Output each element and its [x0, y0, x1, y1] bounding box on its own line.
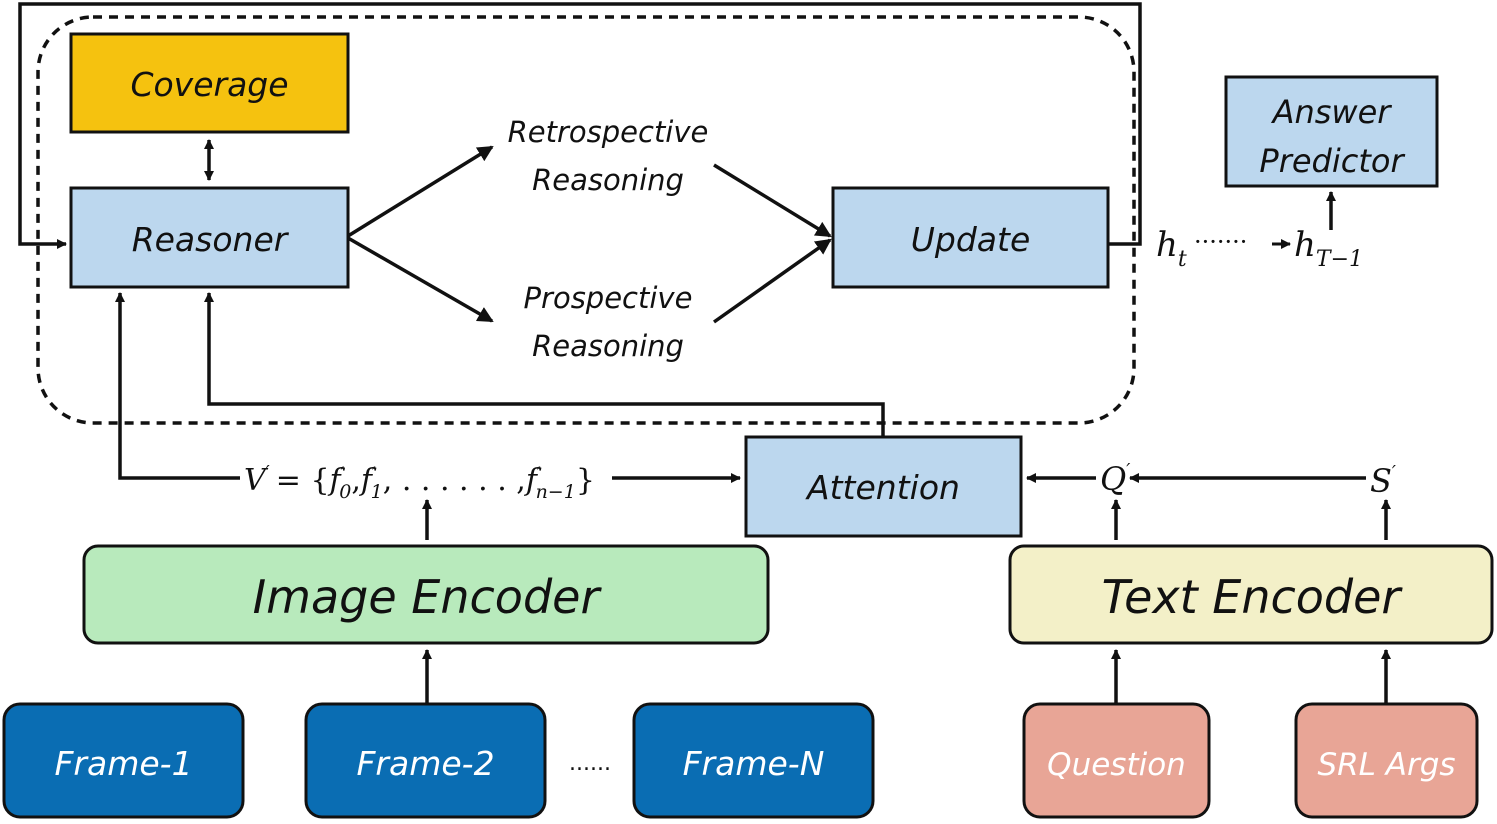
prospective-label-line1: Prospective: [524, 281, 693, 315]
hidden-state-hT-1: hT−1: [1294, 225, 1363, 272]
prospective-to-update-arrow: [712, 238, 832, 324]
features-to-reasoner-arrow: [115, 292, 240, 480]
reasoner-box: Reasoner: [69, 186, 350, 289]
retrospective-label-line2: Reasoning: [532, 163, 684, 197]
srl-args-box: SRL Args: [1294, 702, 1479, 819]
srl-args-label: SRL Args: [1317, 747, 1455, 783]
answer-predictor-label-line2: Predictor: [1259, 142, 1405, 180]
question-encoding-label: Q′: [1100, 460, 1130, 498]
reasoning-loop-region: [36, 15, 1136, 425]
frame-2-label: Frame-2: [356, 744, 494, 783]
attention-box: Attention: [744, 435, 1023, 538]
recurrent-loop-arrow: [18, 2, 1142, 249]
coverage-label: Coverage: [130, 65, 288, 104]
reasoner-to-prospective-arrow: [347, 236, 494, 323]
question-box: Question: [1022, 702, 1211, 819]
frame-1-box: Frame-1: [2, 702, 245, 819]
attention-to-reasoner-arrow: [204, 292, 885, 437]
retrospective-to-update-arrow: [713, 163, 832, 238]
reasoner-to-retrospective-arrow: [347, 145, 494, 238]
attention-label: Attention: [805, 468, 960, 507]
frames-ellipsis: ......: [569, 751, 611, 776]
image-encoder-label: Image Encoder: [253, 570, 603, 624]
text-encoder-box: Text Encoder: [1008, 544, 1494, 645]
frame-2-box: Frame-2: [304, 702, 547, 819]
frame-n-label: Frame-N: [683, 744, 825, 783]
retrospective-label-line1: Retrospective: [508, 115, 709, 149]
image-encoder-box: Image Encoder: [82, 544, 770, 645]
hidden-state-ht: ht: [1156, 225, 1187, 272]
update-box: Update: [831, 186, 1110, 289]
prospective-label-line2: Reasoning: [532, 329, 684, 363]
visual-features-expression: V′= {f′0,f′1, . . . . . . ,f′n−1}: [244, 462, 595, 503]
text-encoder-label: Text Encoder: [1102, 570, 1404, 624]
hidden-state-dots: ·······: [1194, 228, 1247, 256]
frame-1-label: Frame-1: [54, 744, 192, 783]
reasoner-label: Reasoner: [132, 220, 290, 259]
coverage-box: Coverage: [69, 32, 350, 134]
question-label: Question: [1047, 747, 1186, 783]
frame-n-box: Frame-N: [632, 702, 875, 819]
srl-encoding-label: S′: [1370, 462, 1396, 500]
update-label: Update: [911, 220, 1031, 259]
answer-predictor-box: Answer Predictor: [1224, 75, 1439, 188]
answer-predictor-label-line1: Answer: [1271, 93, 1393, 131]
